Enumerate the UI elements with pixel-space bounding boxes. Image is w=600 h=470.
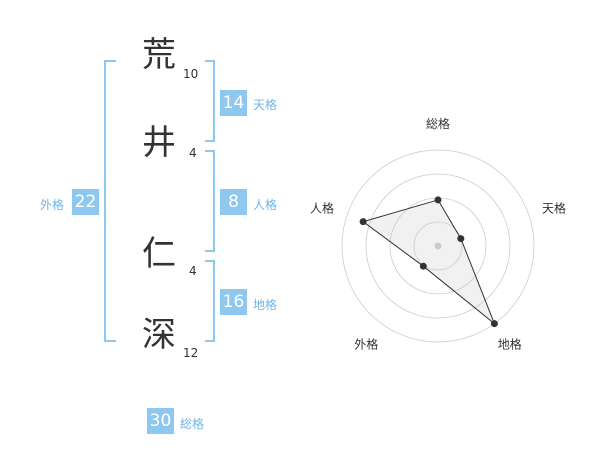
tenkaku-label: 天格: [253, 98, 278, 112]
name-char-3: 仁: [142, 234, 176, 274]
radar-axis-label-1: 総格: [426, 116, 450, 131]
chikaku-label: 地格: [253, 298, 278, 312]
radar-point-3: [490, 320, 498, 328]
radar-ring: [413, 221, 463, 271]
stroke-count-2: 4: [189, 146, 197, 160]
tenkaku-value: 14: [220, 90, 247, 116]
chikaku-value: 16: [220, 289, 247, 315]
stroke-count-3: 4: [189, 264, 197, 278]
name-char-2: 井: [142, 123, 176, 163]
radar-axis-label-3: 地格: [498, 337, 522, 352]
name-char-4: 深: [142, 315, 176, 355]
radar-center: [434, 242, 442, 250]
chikaku-bracket: [205, 260, 215, 342]
jinkaku-value: 8: [220, 189, 247, 215]
radar-point-4: [419, 262, 427, 270]
radar-series-line: [362, 199, 496, 326]
jinkaku-bracket: [205, 150, 215, 252]
radar-point-1: [434, 196, 442, 204]
radar-ring: [341, 149, 535, 343]
tenkaku-bracket: [205, 60, 215, 142]
soukaku-value: 30: [147, 408, 174, 434]
name-char-1: 荒: [142, 35, 176, 75]
soukaku-label: 総格: [180, 417, 205, 431]
gaikaku-label: 外格: [40, 198, 65, 212]
radar-axis-label-4: 外格: [354, 337, 378, 352]
stroke-count-4: 12: [183, 346, 199, 360]
gaikaku-value: 22: [72, 189, 99, 215]
radar-point-5: [359, 218, 367, 226]
radar-ring: [365, 173, 511, 319]
radar-axis-label-5: 人格: [310, 200, 334, 215]
radar-axis-label-2: 天格: [542, 200, 566, 215]
gaikaku-bracket: [104, 60, 116, 342]
jinkaku-label: 人格: [253, 198, 278, 212]
radar-point-2: [457, 235, 465, 243]
stroke-count-1: 10: [183, 67, 199, 81]
